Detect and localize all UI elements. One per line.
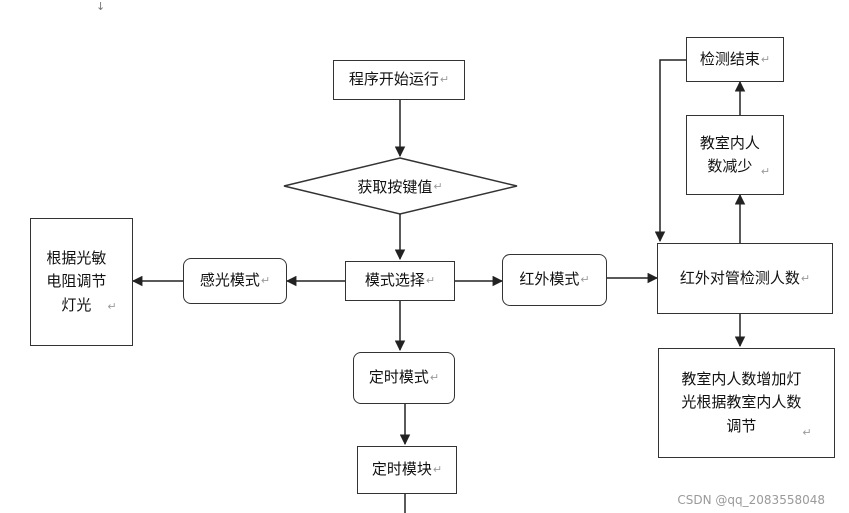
start-node-label: 程序开始运行 xyxy=(348,70,439,89)
return-mark: ↵ xyxy=(439,73,450,87)
top-fragment-mark: ↓ xyxy=(96,0,106,13)
decision-get-key-value: 获取按键值↵ xyxy=(300,172,500,200)
timer-module-node: 定时模块↵ xyxy=(357,446,457,494)
timer-mode-node: 定时模式↵ xyxy=(353,352,455,404)
light-mode-node: 感光模式↵ xyxy=(183,258,287,304)
mode-select-label: 模式选择 xyxy=(364,271,425,290)
ir-count-label: 红外对管检测人数 xyxy=(679,268,800,287)
return-mark: ↵ xyxy=(429,371,440,385)
return-mark: ↵ xyxy=(760,52,771,66)
ir-mode-label: 红外模式 xyxy=(519,270,580,289)
mode-select-node: 模式选择↵ xyxy=(345,261,455,301)
timer-module-label: 定时模块 xyxy=(371,460,432,479)
decision-label: 获取按键值 xyxy=(357,177,433,196)
end-detection-node: 检测结束↵ xyxy=(686,37,784,82)
return-mark: ↵ xyxy=(432,463,443,477)
return-mark: ↵ xyxy=(760,164,771,178)
end-detection-label: 检测结束 xyxy=(699,49,760,68)
light-adjust-label: 根据光敏 电阻调节 灯光 xyxy=(46,249,107,314)
decrease-label: 教室内人 数减少 xyxy=(699,133,760,175)
decrease-node: 教室内人 数减少↵ xyxy=(686,115,784,195)
return-mark: ↵ xyxy=(425,274,436,288)
arrow-end-loop-to-ir-count xyxy=(654,59,686,243)
increase-label: 教室内人数增加灯 光根据教室内人数 调节 xyxy=(681,370,802,435)
watermark: CSDN @qq_2083558048 xyxy=(677,493,825,507)
return-mark: ↵ xyxy=(107,299,117,313)
ir-count-node: 红外对管检测人数↵ xyxy=(657,243,833,314)
light-mode-label: 感光模式 xyxy=(199,271,260,290)
increase-node: 教室内人数增加灯 光根据教室内人数 调节↵ xyxy=(658,348,835,458)
start-node: 程序开始运行↵ xyxy=(333,60,465,100)
return-mark: ↵ xyxy=(260,274,271,288)
return-mark: ↵ xyxy=(802,425,812,439)
timer-mode-label: 定时模式 xyxy=(368,368,429,387)
ir-mode-node: 红外模式↵ xyxy=(502,254,607,306)
return-mark: ↵ xyxy=(800,271,811,285)
light-adjust-node: 根据光敏 电阻调节 灯光↵ xyxy=(30,218,133,346)
return-mark: ↵ xyxy=(580,273,590,287)
return-mark: ↵ xyxy=(433,179,443,193)
